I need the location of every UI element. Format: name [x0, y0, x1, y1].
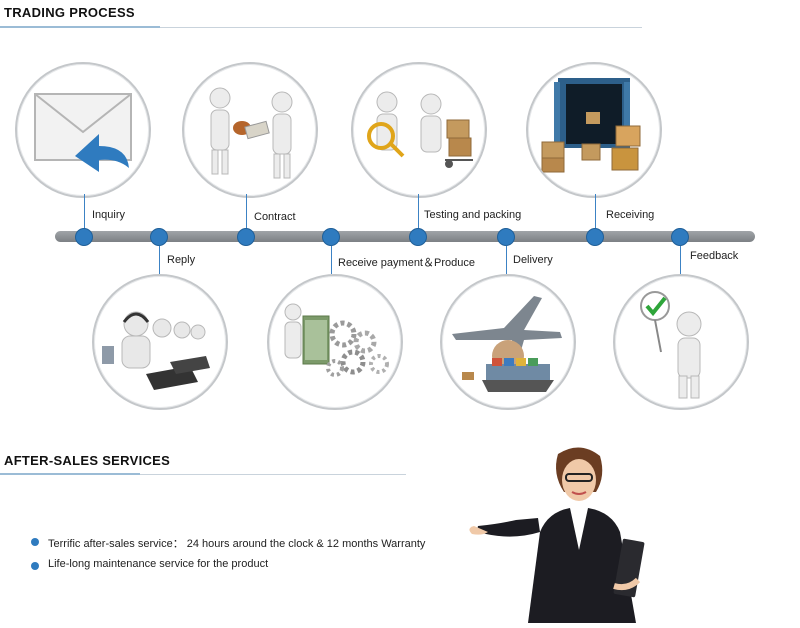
money-gears-icon: [284, 303, 389, 377]
bullet-dot: [31, 562, 39, 570]
businesswoman-image: [469, 447, 645, 623]
step-label-testing-packing: Testing and packing: [424, 209, 522, 221]
after-sales-item: Terrific after-sales service： 24 hours a…: [48, 538, 426, 550]
step-label-receive-payment: Receive payment＆Produce: [338, 257, 475, 269]
checkmark-sign-icon: [640, 291, 702, 399]
container-boxes-icon: [541, 78, 641, 173]
step-label-reply: Reply: [167, 254, 196, 266]
step-label-inquiry: Inquiry: [92, 209, 126, 221]
after-sales-divider-accent: [0, 473, 140, 475]
timeline-node-contract[interactable]: [237, 228, 255, 246]
bullet-dot: [31, 538, 39, 546]
delivery-bubble: [440, 274, 576, 410]
presenter-figure: [468, 440, 668, 623]
timeline-node-receive-payment[interactable]: [322, 228, 340, 246]
timeline-node-feedback[interactable]: [671, 228, 689, 246]
call-center-icon: [102, 311, 210, 390]
mail-reply-icon: [34, 93, 132, 172]
timeline-bar: [55, 231, 755, 242]
after-sales-item: Life-long maintenance service for the pr…: [48, 558, 269, 570]
inquiry-bubble: [15, 62, 151, 198]
contract-bubble: [182, 62, 318, 198]
timeline-node-delivery[interactable]: [497, 228, 515, 246]
shipping-plane-icon: [452, 296, 562, 392]
timeline-node-reply[interactable]: [150, 228, 168, 246]
step-label-delivery: Delivery: [513, 254, 553, 266]
receive-payment-bubble: [267, 274, 403, 410]
header-divider: [0, 27, 642, 28]
feedback-bubble: [613, 274, 749, 410]
receiving-bubble: [526, 62, 662, 198]
after-sales-divider: [0, 474, 406, 475]
testing-packing-bubble: [351, 62, 487, 198]
step-label-feedback: Feedback: [690, 250, 739, 262]
step-label-receiving: Receiving: [606, 209, 655, 221]
timeline-node-receiving[interactable]: [586, 228, 604, 246]
inspection-packing-icon: [367, 91, 473, 168]
after-sales-title: AFTER-SALES SERVICES: [4, 453, 171, 468]
trading-process-title: TRADING PROCESS: [4, 5, 135, 20]
timeline-node-inquiry[interactable]: [75, 228, 93, 246]
header-divider-accent: [0, 26, 160, 28]
timeline-node-testing-packing[interactable]: [409, 228, 427, 246]
handshake-contract-icon: [209, 87, 293, 179]
reply-bubble: [92, 274, 228, 410]
step-label-contract: Contract: [254, 211, 296, 223]
